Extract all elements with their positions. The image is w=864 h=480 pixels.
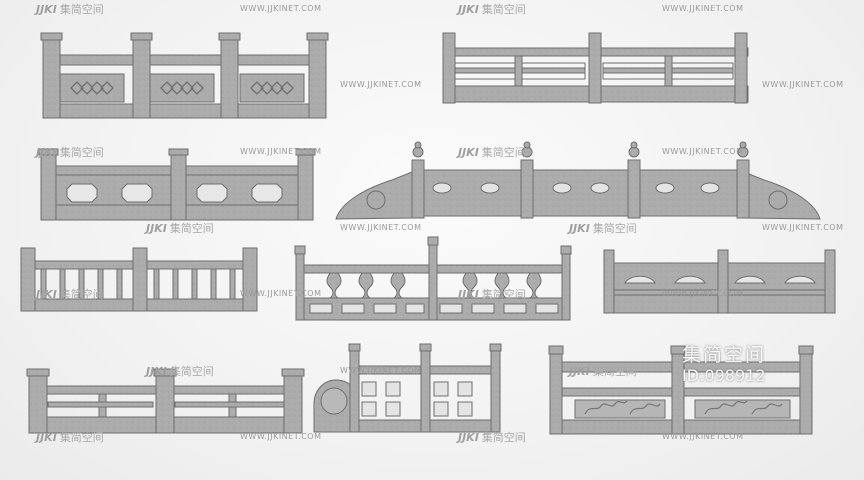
railing-diamond-panel xyxy=(40,32,329,119)
watermark-url: WWW.JJKINET.COM xyxy=(662,147,744,156)
watermark-url: WWW.JJKINET.COM xyxy=(240,432,322,441)
watermark-url: WWW.JJKINET.COM xyxy=(762,223,844,232)
watermark-url: WWW.JJKINET.COM xyxy=(240,4,322,13)
id-watermark: 集简空间 ID:098912 xyxy=(682,344,766,386)
railing-carved-relief xyxy=(548,345,814,435)
railing-double-rail xyxy=(442,32,749,104)
watermark-url: WWW.JJKINET.COM xyxy=(240,147,322,156)
watermark-url: WWW.JJKINET.COM xyxy=(340,366,422,375)
railing-simple-low xyxy=(26,368,305,434)
watermark-url: WWW.JJKINET.COM xyxy=(340,80,422,89)
watermark-url: WWW.JJKINET.COM xyxy=(762,80,844,89)
watermark-url: WWW.JJKINET.COM xyxy=(662,4,744,13)
railing-vase-baluster xyxy=(294,236,572,321)
id-watermark-brand: 集简空间 xyxy=(682,344,767,366)
railing-low-wave xyxy=(603,249,836,314)
watermark-url: WWW.JJKINET.COM xyxy=(662,432,744,441)
railing-octagon-window xyxy=(38,148,316,221)
railing-drum-stone xyxy=(313,343,502,433)
railing-vertical-baluster xyxy=(20,247,258,312)
watermark-url: WWW.JJKINET.COM xyxy=(340,223,422,232)
id-watermark-number: ID:098912 xyxy=(682,366,766,385)
railing-bridge-scroll xyxy=(335,141,821,220)
watermark-url: WWW.JJKINET.COM xyxy=(240,289,322,298)
watermark-url: WWW.JJKINET.COM xyxy=(662,289,744,298)
